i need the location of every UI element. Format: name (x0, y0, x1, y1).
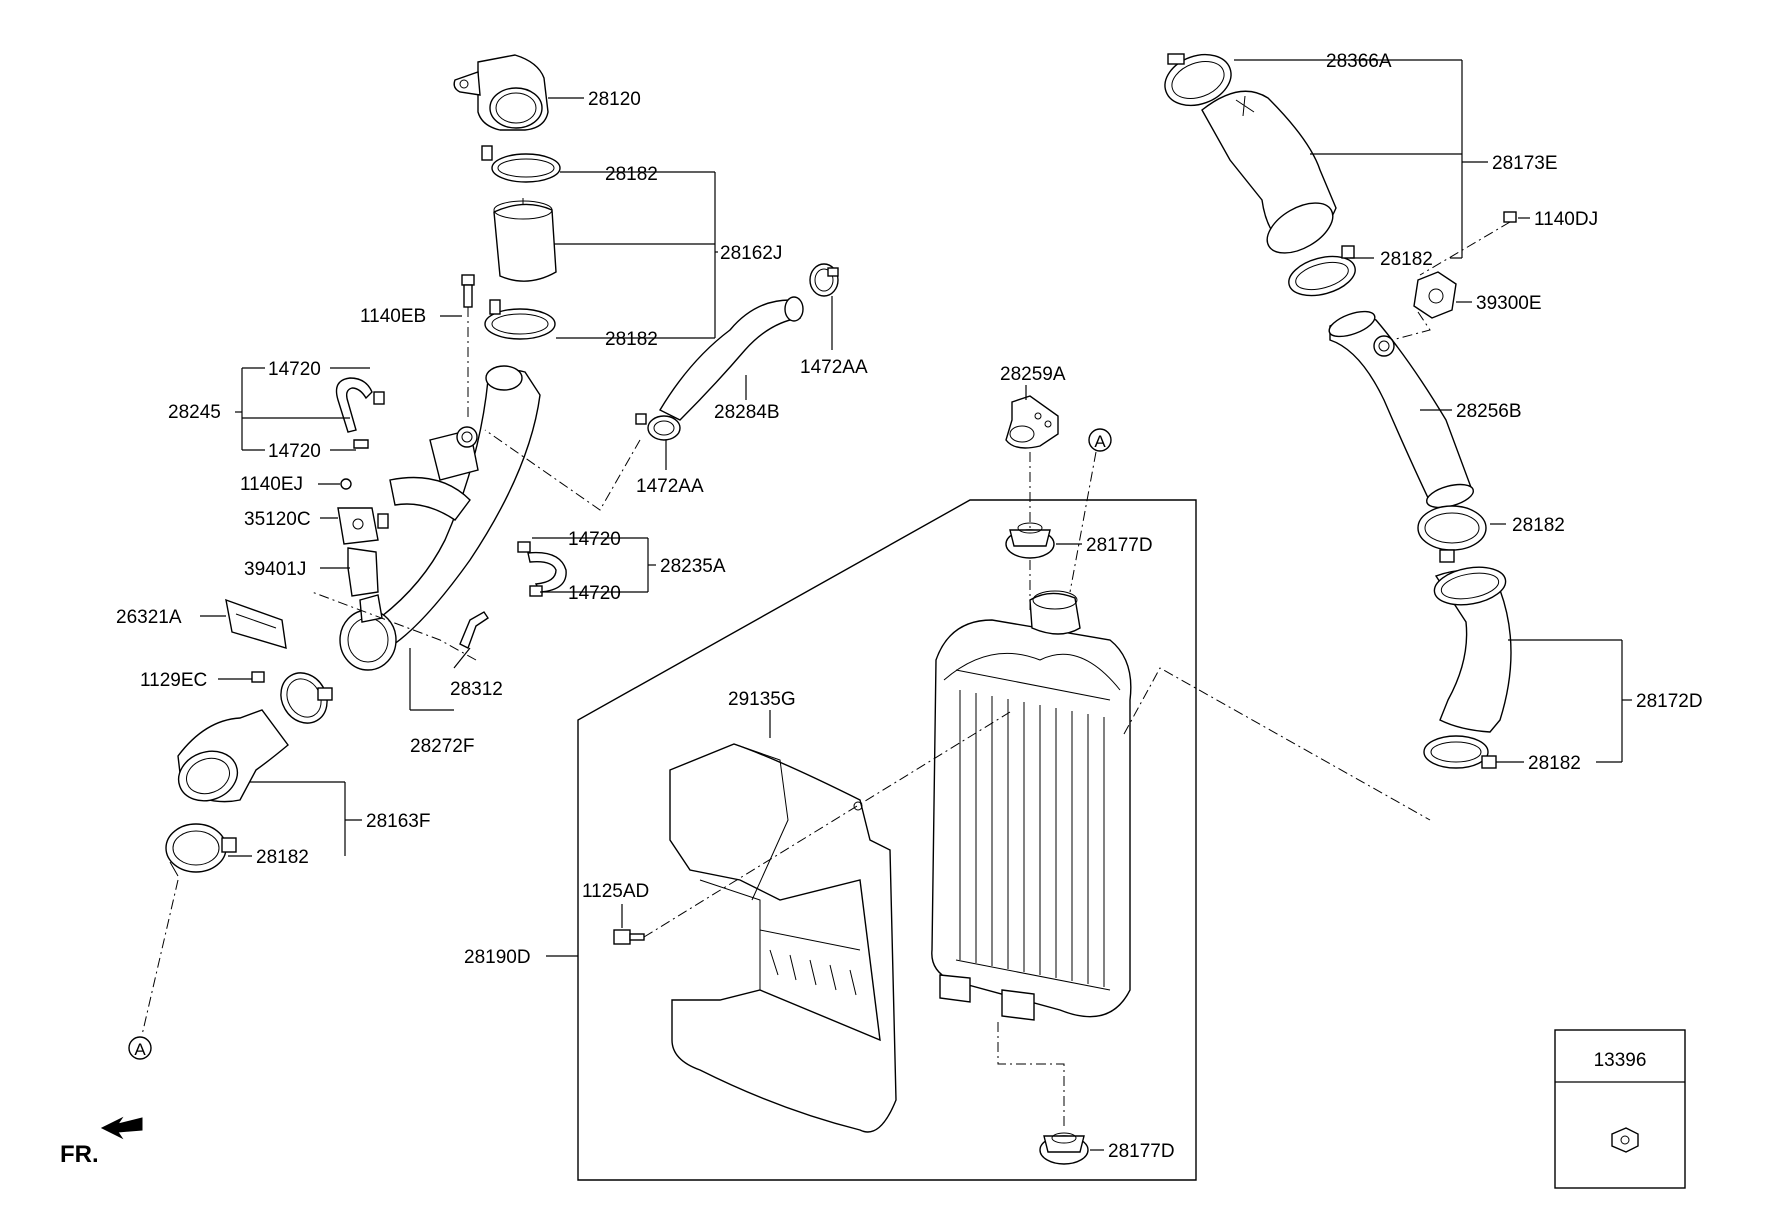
label-28182-b: 28182 (605, 329, 658, 350)
part-39401j-bracket[interactable] (347, 547, 379, 597)
label-28182-f: 28182 (1528, 753, 1581, 774)
part-28182-clamp-top[interactable] (481, 145, 561, 183)
part-28163f-hose[interactable] (172, 709, 289, 809)
label-1140ej: 1140EJ (240, 474, 303, 495)
part-28162j-hose[interactable] (493, 198, 557, 282)
label-28120: 28120 (588, 89, 641, 110)
part-1472aa-clamp-right[interactable] (809, 263, 839, 297)
marker-a-bottom-text: A (134, 1040, 146, 1059)
arrow-icon (100, 1116, 143, 1140)
part-1140ej-screw[interactable] (340, 478, 352, 490)
label-14720-d: 14720 (568, 583, 621, 604)
marker-a-bottom: A (128, 1036, 152, 1060)
part-28120-adapter[interactable] (453, 54, 549, 131)
part-28182-clamp-right-low[interactable] (1423, 735, 1497, 769)
part-28235a-hose[interactable] (517, 541, 567, 597)
part-1125ad-bolt[interactable] (613, 929, 645, 945)
part-39300e-sensor[interactable] (1413, 271, 1457, 319)
part-28182-clamp-left-lower[interactable] (165, 823, 237, 877)
label-13396: 13396 (1594, 1050, 1647, 1071)
label-28177d-a: 28177D (1086, 535, 1153, 556)
part-26321a-bracket[interactable] (225, 598, 287, 649)
label-29135g: 29135G (728, 689, 796, 710)
part-28182-clamp-right-top[interactable] (1284, 245, 1359, 302)
label-28272f: 28272F (410, 736, 474, 757)
part-1129ec-bolt[interactable] (251, 671, 265, 683)
label-14720-b: 14720 (268, 441, 321, 462)
part-28173e-hose[interactable] (1201, 90, 1341, 263)
part-28256b-pipe[interactable] (1326, 306, 1476, 511)
label-28182-a: 28182 (605, 164, 658, 185)
part-28284b-hose[interactable] (659, 296, 804, 421)
part-28177d-mount-top[interactable] (1005, 522, 1055, 559)
part-29135g-air-guide[interactable] (669, 743, 897, 1133)
part-35120c-sensor[interactable] (337, 507, 389, 545)
label-1129ec: 1129EC (140, 670, 207, 691)
label-28177d-b: 28177D (1108, 1141, 1175, 1162)
part-1472aa-clamp-left[interactable] (635, 413, 681, 441)
part-28259a-bracket[interactable] (1005, 395, 1059, 449)
label-14720-c: 14720 (568, 529, 621, 550)
leader-lines (200, 59, 1632, 1151)
label-28163f: 28163F (366, 811, 430, 832)
part-28172d-hose[interactable] (1431, 562, 1512, 733)
label-1472aa-b: 1472AA (636, 476, 704, 497)
part-28366a-clamp[interactable] (1158, 46, 1238, 114)
label-28162j: 28162J (720, 243, 782, 264)
part-28182-clamp-mid[interactable] (484, 299, 556, 340)
label-28182-d: 28182 (1380, 249, 1433, 270)
label-35120c: 35120C (244, 509, 311, 530)
label-39401j: 39401J (244, 559, 306, 580)
part-1140eb-bolt[interactable] (461, 274, 475, 308)
marker-a-top-text: A (1094, 432, 1106, 451)
label-1125ad: 1125AD (582, 881, 649, 902)
label-28182-c: 28182 (256, 847, 309, 868)
marker-a-top: A (1088, 428, 1112, 452)
label-28259a: 28259A (1000, 364, 1066, 385)
label-26321a: 26321A (116, 607, 182, 628)
label-28182-e: 28182 (1512, 515, 1565, 536)
label-1140eb: 1140EB (360, 306, 426, 327)
label-28172d: 28172D (1636, 691, 1703, 712)
label-28256b: 28256B (1456, 401, 1522, 422)
label-1140dj: 1140DJ (1534, 209, 1598, 230)
label-28190d: 28190D (464, 947, 531, 968)
part-labels: 28120 28182 28162J 28182 1140EB 14720 28… (116, 51, 1703, 1162)
label-28284b: 28284B (714, 402, 780, 423)
part-28312-pipe[interactable] (459, 611, 489, 649)
label-14720-a: 14720 (268, 359, 321, 380)
part-28245-vacuum-hose[interactable] (335, 377, 385, 449)
label-28245: 28245 (168, 402, 221, 423)
part-28182-clamp-right-mid[interactable] (1417, 505, 1487, 563)
label-28173e: 28173E (1492, 153, 1558, 174)
part-1140dj-bolt[interactable] (1503, 211, 1517, 223)
label-28366a: 28366A (1326, 51, 1392, 72)
part-28272f-pipe[interactable] (339, 365, 541, 671)
part-intercooler-core[interactable] (931, 590, 1132, 1021)
front-indicator-text: FR. (60, 1141, 99, 1168)
part-28177d-mount-bottom[interactable] (1039, 1132, 1089, 1165)
front-direction-indicator: FR. (60, 1116, 143, 1168)
part-13396-inset[interactable] (1554, 1029, 1686, 1189)
part-28182-clamp-left-upper[interactable] (272, 664, 336, 731)
label-1472aa-a: 1472AA (800, 357, 868, 378)
label-39300e: 39300E (1476, 293, 1542, 314)
label-28312: 28312 (450, 679, 503, 700)
assembly-box-28190d (577, 499, 1197, 1181)
label-28235a: 28235A (660, 556, 726, 577)
